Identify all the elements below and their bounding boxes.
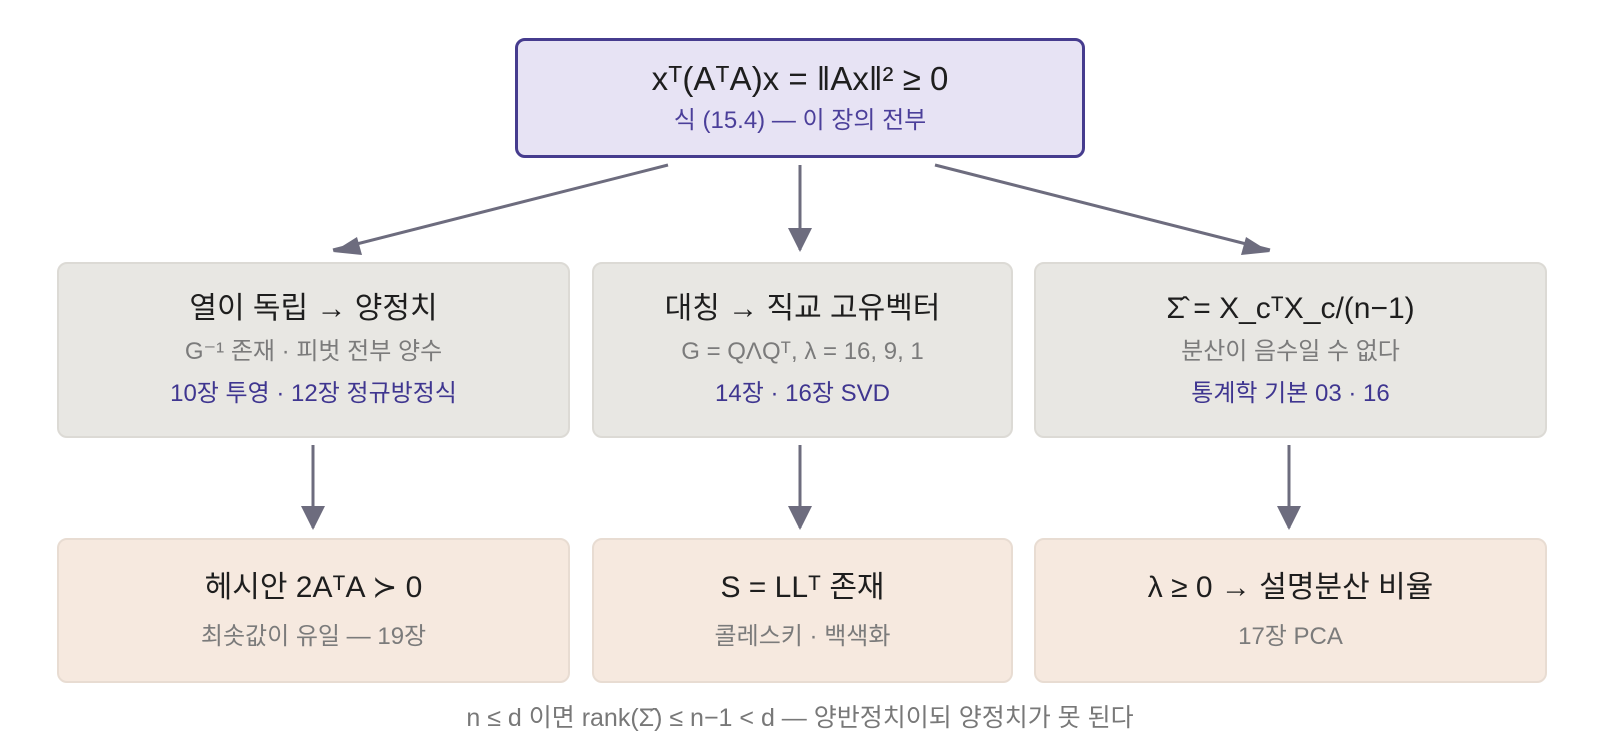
- bottom-box-hessian: 헤시안 2AᵀA ≻ 0 최솟값이 유일 — 19장: [57, 538, 570, 683]
- middle-box-reference: 통계학 기본 03 · 16: [1191, 380, 1390, 407]
- bottom-box-detail: 콜레스키 · 백색화: [714, 622, 891, 650]
- arrowhead-center: [788, 228, 812, 252]
- arrowhead-left-bottom: [301, 506, 325, 530]
- arrow-top-to-left: [332, 163, 669, 252]
- arrowhead-right-bottom: [1277, 506, 1301, 530]
- middle-box-detail: 분산이 음수일 수 없다: [1181, 338, 1400, 365]
- middle-box-symmetric: 대칭 → 직교 고유벡터 G = QΛQᵀ, λ = 16, 9, 1 14장 …: [592, 262, 1013, 438]
- middle-box-title: 대칭 → 직교 고유벡터: [664, 292, 941, 325]
- arrow-top-to-right: [934, 163, 1271, 252]
- bottom-box-detail: 17장 PCA: [1238, 622, 1343, 650]
- middle-box-title: Σ̂ = X_cᵀX_c/(n−1): [1166, 292, 1415, 325]
- bottom-box-title: S = LLᵀ 존재: [720, 570, 885, 604]
- bottom-box-title: λ ≥ 0 → 설명분산 비율: [1147, 570, 1434, 604]
- bottom-box-detail: 최솟값이 유일 — 19장: [200, 622, 427, 650]
- arrowhead-center-bottom: [788, 506, 812, 530]
- arrowhead-left: [333, 237, 362, 255]
- middle-box-title: 열이 독립 → 양정치: [189, 292, 438, 325]
- middle-box-detail: G⁻¹ 존재 · 피벗 전부 양수: [184, 338, 443, 365]
- bottom-box-title: 헤시안 2AᵀA ≻ 0: [204, 570, 423, 604]
- middle-box-reference: 14장 · 16장 SVD: [715, 380, 890, 407]
- middle-box-reference: 10장 투영 · 12장 정규방정식: [170, 380, 457, 407]
- footer-note: n ≤ d 이면 rank(Σ̂) ≤ n−1 < d — 양반정치이되 양정치…: [466, 704, 1134, 732]
- top-equation-box: xᵀ(AᵀA)x = ‖Ax‖² ≥ 0 식 (15.4) — 이 장의 전부: [515, 38, 1085, 158]
- top-equation-title: xᵀ(AᵀA)x = ‖Ax‖² ≥ 0: [651, 60, 949, 97]
- arrowhead-right: [1241, 237, 1270, 255]
- middle-box-positive-definite: 열이 독립 → 양정치 G⁻¹ 존재 · 피벗 전부 양수 10장 투영 · 1…: [57, 262, 570, 438]
- bottom-box-explained-variance: λ ≥ 0 → 설명분산 비율 17장 PCA: [1034, 538, 1547, 683]
- bottom-box-cholesky: S = LLᵀ 존재 콜레스키 · 백색화: [592, 538, 1013, 683]
- middle-box-covariance: Σ̂ = X_cᵀX_c/(n−1) 분산이 음수일 수 없다 통계학 기본 0…: [1034, 262, 1547, 438]
- top-equation-subtitle: 식 (15.4) — 이 장의 전부: [673, 107, 927, 134]
- middle-box-detail: G = QΛQᵀ, λ = 16, 9, 1: [681, 338, 924, 365]
